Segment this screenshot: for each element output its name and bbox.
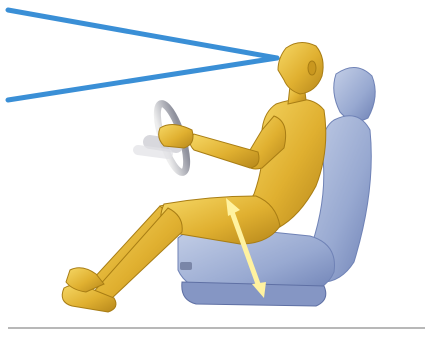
hand xyxy=(159,124,193,148)
ear xyxy=(308,61,316,75)
headrest xyxy=(334,67,375,120)
near-shin xyxy=(90,208,182,302)
forearm xyxy=(190,134,259,168)
sight-lines xyxy=(8,10,277,100)
lower-sight-line xyxy=(8,58,277,100)
seat-rail xyxy=(180,262,192,270)
upper-sight-line xyxy=(8,10,277,58)
